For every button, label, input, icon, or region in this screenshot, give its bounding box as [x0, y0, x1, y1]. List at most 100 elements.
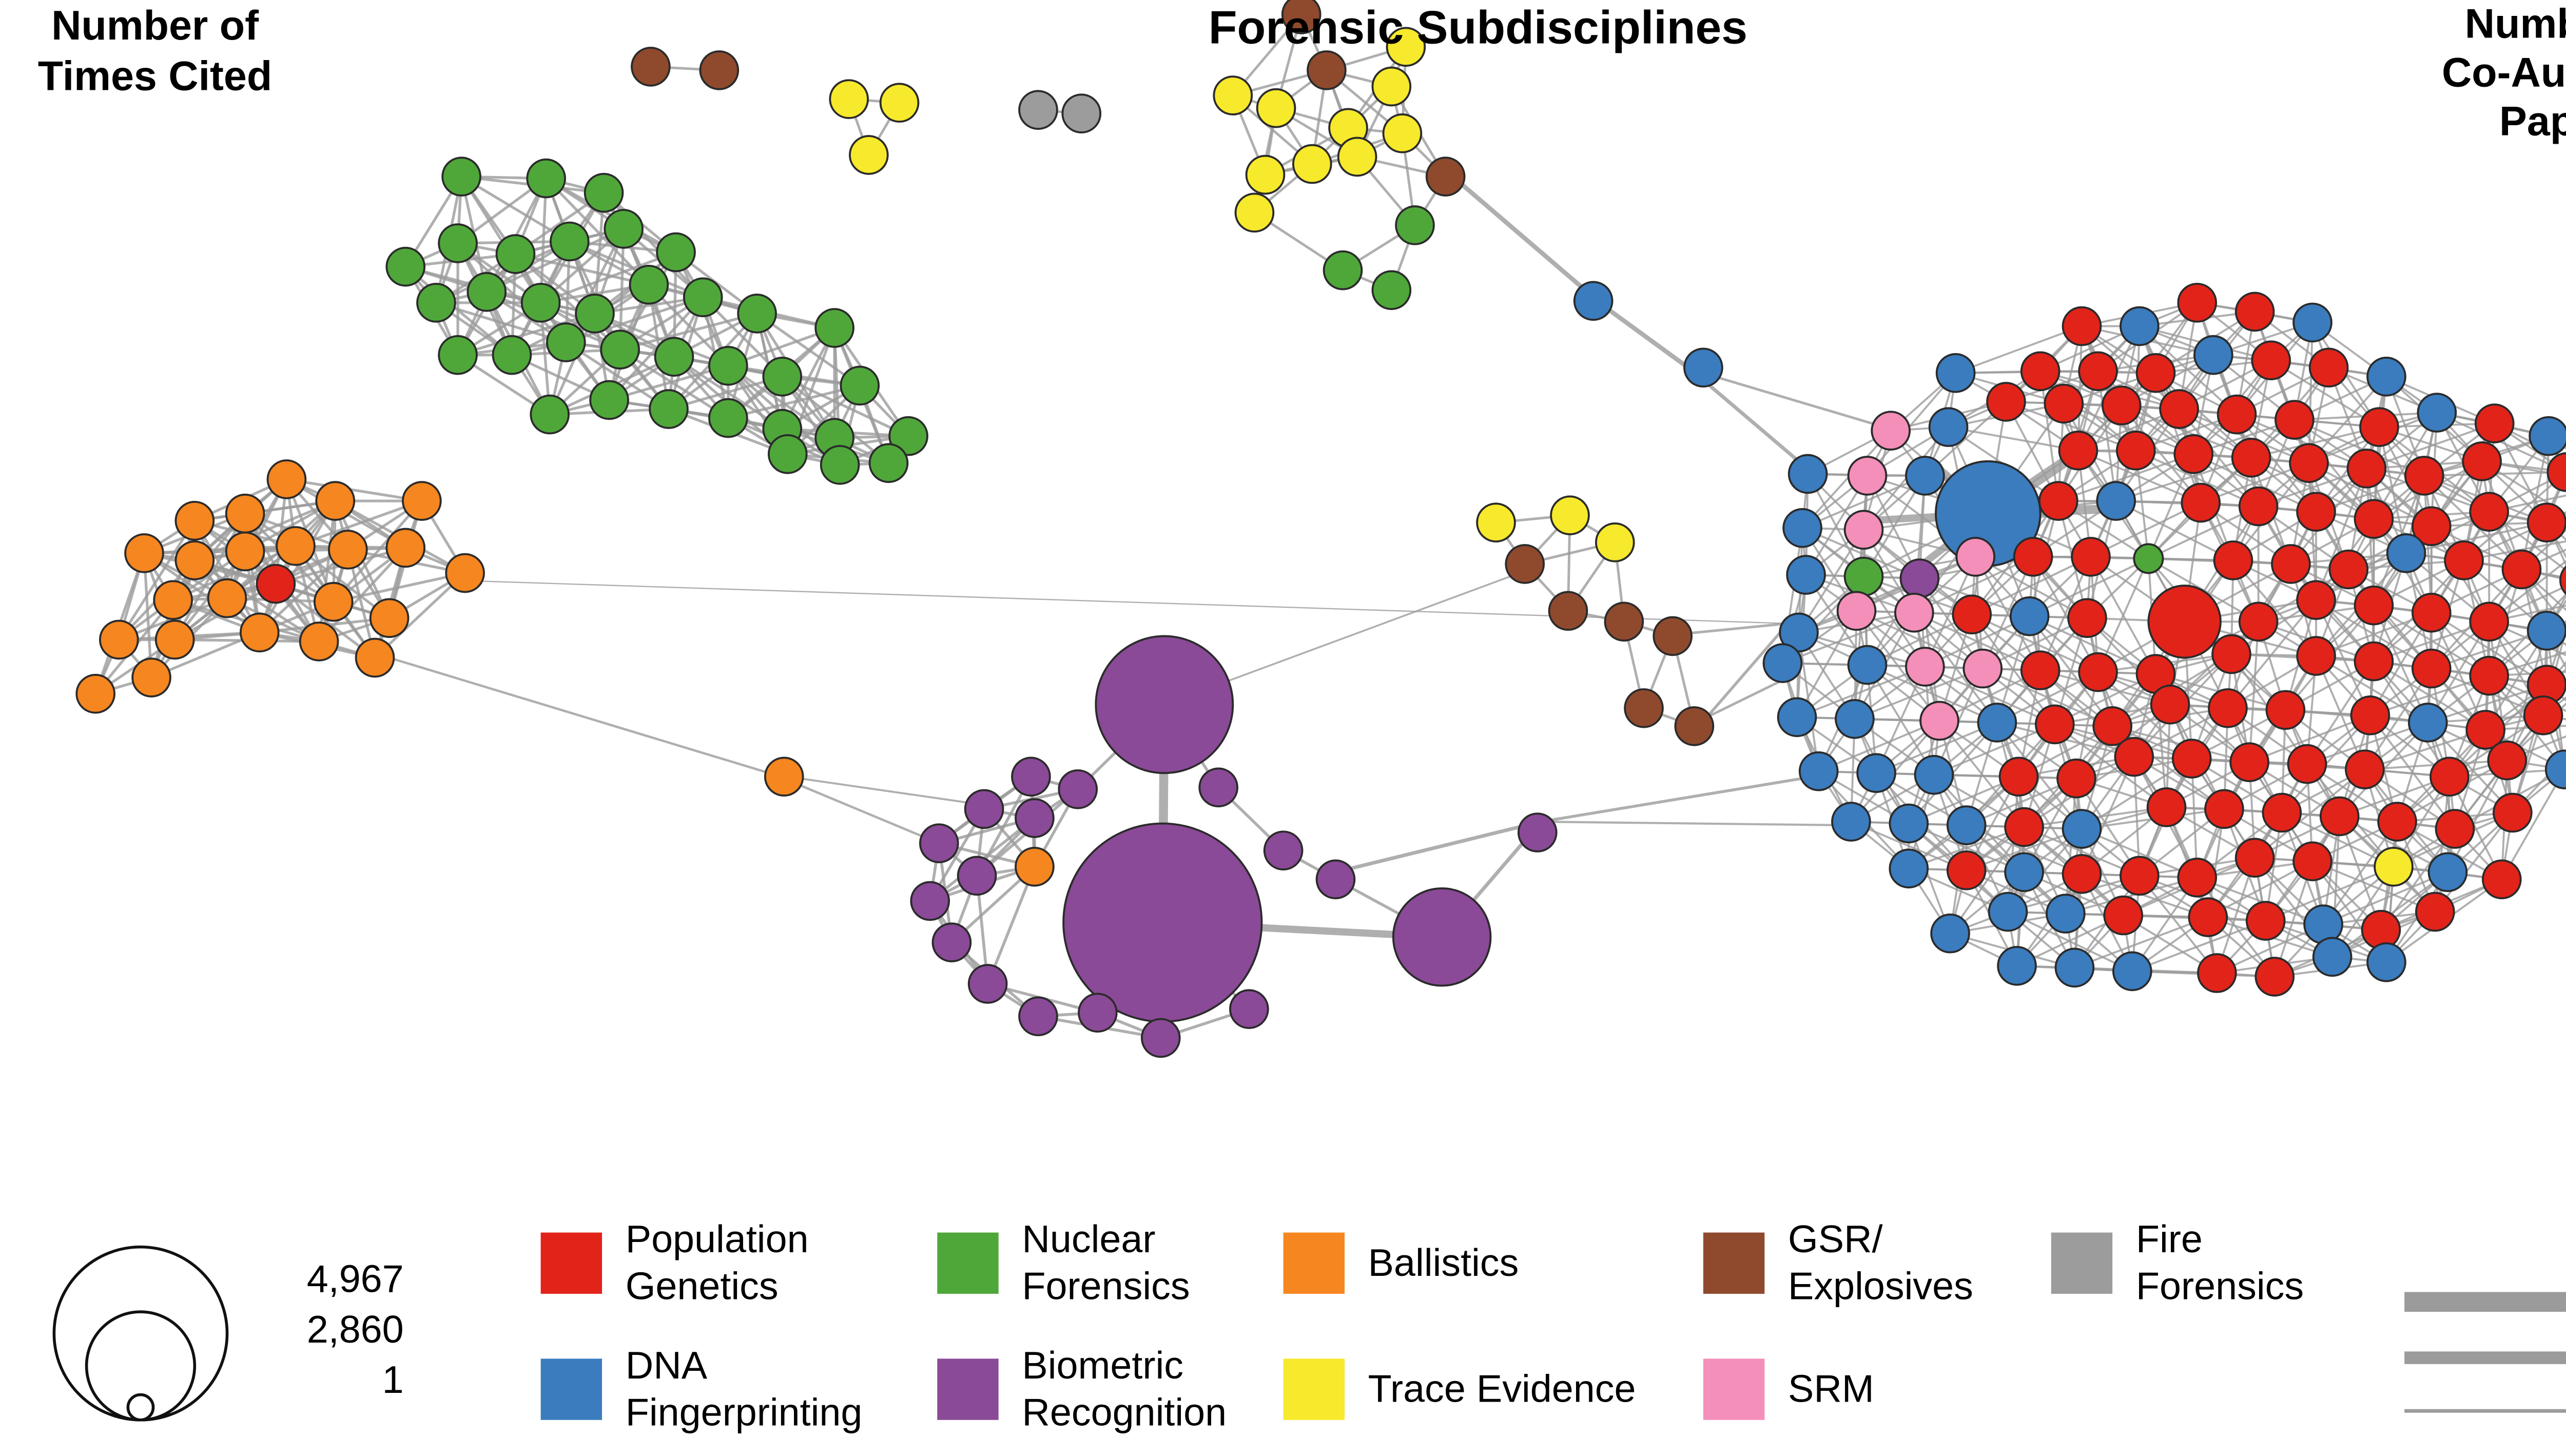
legend-item-label: Nuclear Forensics — [1022, 1218, 1190, 1309]
paper-line-row: 11 papers — [2404, 1332, 2566, 1382]
legend-item-trace-evidence: Trace Evidence — [1283, 1337, 1636, 1442]
graph-node — [2193, 335, 2233, 375]
paper-line-row: 21 papers — [2404, 1276, 2566, 1326]
graph-node — [2435, 809, 2475, 849]
graph-node — [1674, 706, 1715, 746]
graph-edge — [1947, 426, 2079, 452]
graph-edge — [2436, 412, 2566, 473]
cited-legend-heading: Number of Times Cited — [0, 0, 310, 101]
graph-edge — [2520, 529, 2566, 571]
graph-node — [2366, 942, 2406, 982]
graph-node — [1595, 522, 1635, 562]
graph-edge — [2500, 768, 2566, 881]
graph-node — [2289, 443, 2329, 483]
graph-node — [2044, 383, 2084, 424]
graph-node — [708, 345, 748, 386]
graph-node — [1337, 137, 1377, 177]
graph-node — [550, 221, 590, 262]
graph-node — [328, 530, 368, 570]
dna-fingerprinting-swatch — [540, 1358, 602, 1420]
graph-node — [2366, 357, 2406, 397]
graph-edge — [1450, 174, 1607, 309]
graph-node — [910, 881, 950, 921]
graph-node — [1847, 645, 1888, 685]
graph-edge — [2308, 462, 2317, 601]
legend-item-label: Ballistics — [1368, 1241, 1519, 1285]
graph-node — [2096, 481, 2136, 521]
graph-edge — [2097, 370, 2117, 502]
graph-node — [2238, 601, 2279, 642]
graph-node — [438, 223, 478, 263]
graph-edge — [2369, 674, 2491, 716]
graph-node — [2374, 847, 2414, 887]
graph-edge — [618, 312, 759, 351]
graph-edge — [1817, 720, 1940, 772]
graph-node — [2058, 430, 2098, 471]
graph-node — [1263, 830, 1304, 871]
graph-edge — [1801, 474, 1926, 529]
graph-node — [931, 922, 972, 963]
graph-node — [1988, 891, 2028, 932]
graph-node — [1777, 697, 1817, 737]
graph-node — [2359, 407, 2399, 447]
graph-node — [2312, 937, 2353, 977]
papers-heading-line3: Papers — [2499, 97, 2566, 144]
graph-node — [1198, 767, 1238, 808]
graph-node — [1307, 50, 1347, 90]
legend-item-gsr-explosives: GSR/ Explosives — [1703, 1211, 1973, 1315]
subdisciplines-heading: Forensic Subdisciplines — [1208, 0, 1748, 54]
graph-edge — [2488, 494, 2566, 513]
graph-node — [2004, 807, 2044, 847]
cited-heading-line2: Times Cited — [37, 52, 273, 100]
graph-node — [1889, 803, 1929, 844]
graph-node — [2469, 655, 2510, 696]
graph-node — [829, 79, 869, 119]
graph-node — [530, 394, 570, 435]
graph-node — [2159, 389, 2199, 429]
graph-edge — [456, 312, 596, 357]
graph-node — [2474, 403, 2515, 443]
graph-node — [99, 619, 139, 660]
graph-edge — [2306, 722, 2429, 765]
graph-node — [1548, 591, 1588, 631]
graph-node — [1382, 113, 1423, 153]
paper-line-bar — [2404, 1291, 2566, 1311]
graph-edge — [2090, 501, 2202, 558]
graph-node — [2120, 856, 2160, 896]
graph-edge — [2248, 714, 2371, 764]
graph-node — [1140, 1018, 1181, 1058]
graph-node — [1573, 281, 1614, 321]
graph-edge — [1801, 430, 1892, 529]
population-genetics-swatch — [540, 1232, 602, 1294]
graph-node — [2377, 802, 2417, 842]
graph-node — [1889, 848, 1929, 889]
graph-node — [600, 329, 640, 370]
graph-node — [1786, 555, 1826, 595]
legend-item-label: DNA Fingerprinting — [625, 1344, 863, 1434]
graph-edge — [1971, 555, 2092, 616]
cited-value-mid: 2,860 — [306, 1308, 404, 1352]
graph-node — [1395, 205, 1435, 245]
graph-node — [764, 756, 804, 797]
paper-line-bar — [2404, 1350, 2566, 1364]
graph-node — [416, 283, 456, 323]
graph-node — [699, 50, 740, 90]
graph-node — [1894, 592, 1934, 633]
graph-node — [2171, 739, 2212, 779]
graph-edge — [2081, 872, 2209, 919]
graph-node — [849, 135, 889, 175]
graph-edge — [2154, 372, 2202, 504]
graph-edge — [171, 545, 297, 601]
graph-node — [2559, 565, 2566, 595]
graph-edge — [2264, 865, 2395, 922]
graph-node — [957, 856, 997, 896]
graph-node — [2412, 506, 2452, 547]
graph-node — [2120, 306, 2160, 346]
graph-edge — [294, 499, 423, 548]
graph-edge — [2463, 540, 2566, 561]
graph-node — [584, 172, 624, 213]
graph-node — [1234, 192, 1275, 233]
graph-edge — [1540, 773, 1826, 823]
graph-edge — [285, 478, 423, 502]
legend-item-fire-forensics: Fire Forensics — [2051, 1211, 2304, 1315]
